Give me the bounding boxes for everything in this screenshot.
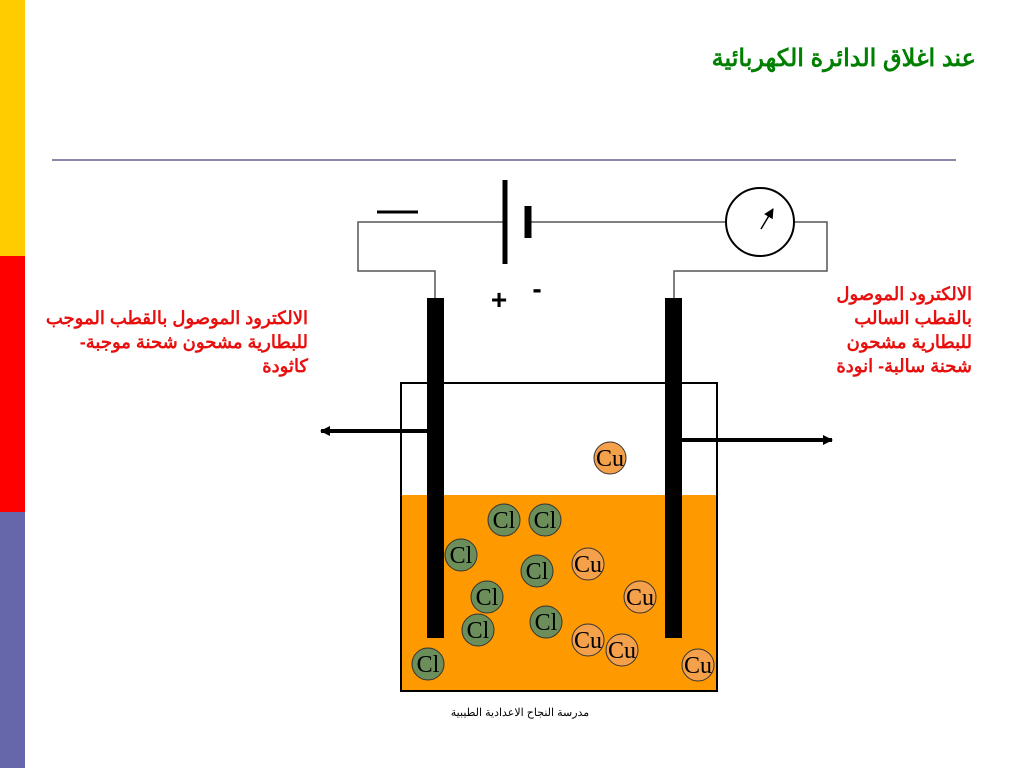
ion-label: Cu (608, 638, 636, 664)
copper-ion: Cu (681, 648, 715, 682)
copper-ion: Cu (571, 623, 605, 657)
ion-label: Cu (684, 653, 712, 679)
accent-bar-blue (0, 512, 25, 768)
circuit-wires (357, 221, 828, 298)
copper-ion: Cu (605, 633, 639, 667)
ion-label: Cl (493, 508, 516, 534)
ammeter (725, 187, 795, 257)
chloride-ion: Cl (444, 538, 478, 572)
beaker (400, 382, 718, 692)
ion-label: Cu (596, 446, 624, 472)
slide-title: عند اغلاق الدائرة الكهربائية (711, 45, 976, 72)
left-electrode (427, 298, 444, 638)
ion-label: Cu (574, 552, 602, 578)
chloride-ion: Cl (520, 554, 554, 588)
chloride-ion: Cl (411, 647, 445, 681)
copper-ion: Cu (571, 547, 605, 581)
ion-label: Cl (417, 652, 440, 678)
chloride-ion: Cl (529, 605, 563, 639)
battery-minus-label: - (532, 273, 541, 304)
chloride-ion: Cl (461, 613, 495, 647)
ion-label: Cl (534, 508, 557, 534)
ion-label: Cl (450, 543, 473, 569)
right-electrode (665, 298, 682, 638)
chloride-ion: Cl (487, 503, 521, 537)
chloride-ion: Cl (470, 580, 504, 614)
ion-label: Cl (526, 559, 549, 585)
cathode-description: الالكترود الموصول بالقطب الموجب للبطارية… (45, 308, 308, 376)
battery-top-gap (506, 215, 527, 229)
ion-label: Cl (467, 618, 490, 644)
ion-label: Cl (535, 610, 558, 636)
chloride-ion: Cl (528, 503, 562, 537)
title-divider (52, 159, 956, 161)
ion-label: Cu (626, 585, 654, 611)
copper-ion: Cu (593, 441, 627, 475)
accent-bar-red (0, 256, 25, 512)
ion-label: Cl (476, 585, 499, 611)
battery-plus-label: + (491, 284, 507, 315)
ion-label: Cu (574, 628, 602, 654)
copper-ion: Cu (623, 580, 657, 614)
accent-bar-yellow (0, 0, 25, 256)
anode-description: الالكترود الموصول بالقطب السالب للبطارية… (836, 284, 972, 376)
school-footer: مدرسة النجاح الاعدادية الطيبية (450, 707, 590, 719)
